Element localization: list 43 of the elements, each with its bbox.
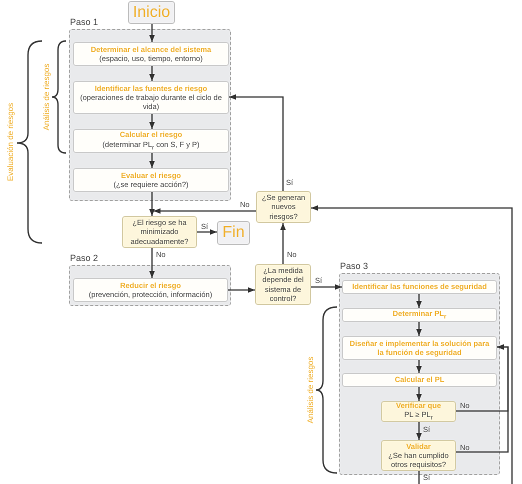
arrow — [228, 287, 255, 293]
arrow — [154, 208, 256, 214]
process-box — [73, 129, 229, 153]
decision-box — [381, 401, 456, 422]
arrow — [149, 248, 155, 278]
process-box — [342, 336, 497, 360]
process-box — [73, 81, 229, 114]
arrow — [416, 422, 422, 440]
step-heading: Paso 1 — [70, 17, 98, 27]
decision-box — [256, 191, 311, 223]
process-box — [342, 308, 497, 322]
terminal-label: Fin — [222, 224, 245, 242]
vertical-label: Análisis de riesgos — [307, 356, 315, 424]
decision-box — [122, 216, 197, 248]
arrow — [416, 322, 422, 336]
decision-box — [381, 440, 456, 471]
arrow — [149, 24, 155, 42]
decision-box — [255, 264, 311, 305]
arrow — [416, 360, 422, 373]
arrow — [456, 344, 509, 453]
arrow — [149, 114, 155, 129]
process-box — [73, 278, 228, 302]
terminal-label: Inicio — [132, 4, 170, 22]
process-box — [73, 168, 229, 192]
vertical-label: Análisis de riesgos — [43, 64, 51, 130]
terminal-box — [217, 221, 250, 245]
arrow — [280, 223, 286, 264]
arrow — [416, 294, 422, 308]
arrow — [149, 192, 155, 216]
arrow — [311, 284, 342, 290]
arrow — [311, 205, 513, 484]
arrow — [229, 94, 284, 191]
step-heading: Paso 3 — [340, 261, 368, 271]
arrow — [149, 153, 155, 168]
arrow — [197, 229, 217, 235]
step-heading: Paso 2 — [70, 253, 98, 263]
arrow — [149, 66, 155, 81]
process-box — [342, 373, 497, 387]
terminal-box — [128, 1, 175, 24]
vertical-label: Evaluación de riesgos — [7, 102, 15, 182]
arrow — [416, 387, 422, 401]
process-box — [73, 42, 229, 66]
process-box — [342, 280, 497, 294]
